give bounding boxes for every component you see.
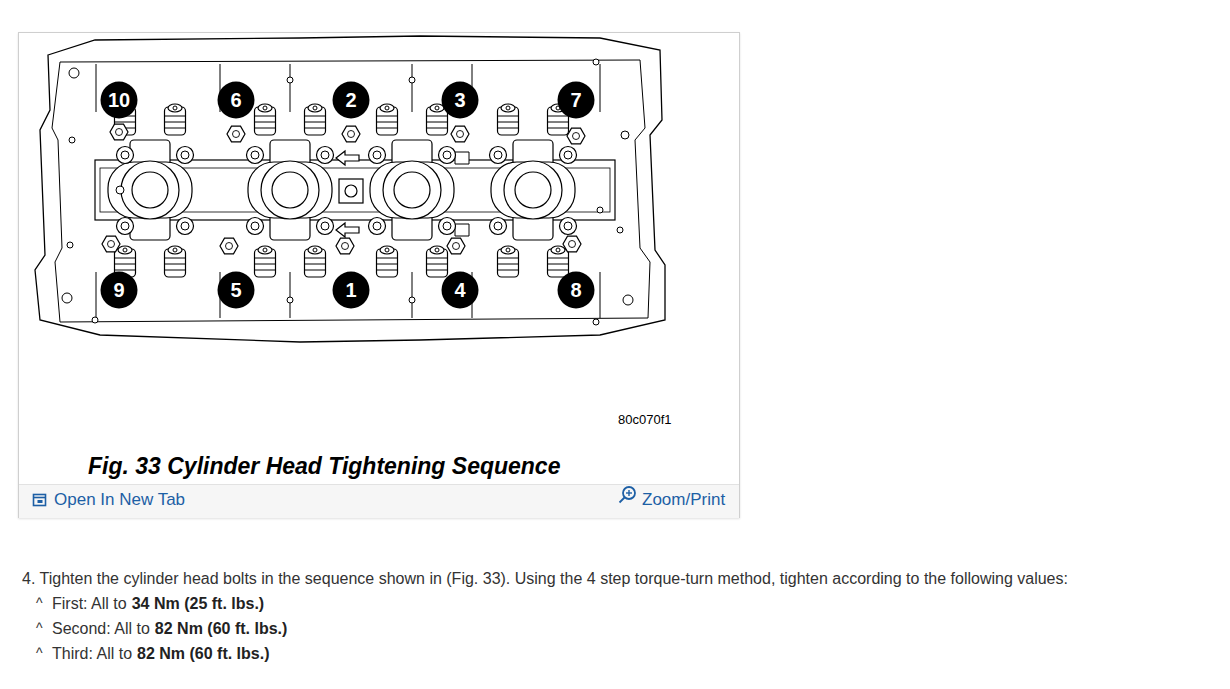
- callout-number: 9: [100, 271, 138, 309]
- circle-fill: [218, 82, 255, 119]
- head-bolt: [563, 236, 581, 252]
- valve-spring: [255, 246, 276, 277]
- circle-fill: [558, 82, 595, 119]
- tappet: [439, 147, 456, 164]
- tappet: [369, 147, 386, 164]
- callout-number: 6: [217, 81, 255, 119]
- circle-fill: [442, 272, 479, 309]
- circle-fill: [333, 272, 370, 309]
- sequence-number-circle: 8: [557, 271, 595, 309]
- head-bolt: [342, 126, 360, 142]
- bullet-mark: ^: [36, 595, 43, 612]
- sequence-number-circle: 3: [441, 81, 479, 119]
- bullet-mark: ^: [36, 620, 43, 637]
- head-bolt: [447, 238, 465, 254]
- sequence-number-circle: 10: [100, 81, 138, 119]
- callout-number: 5: [217, 271, 255, 309]
- tappet: [117, 147, 134, 164]
- figure-code: 80c070f1: [618, 412, 672, 428]
- tappet: [369, 218, 386, 235]
- valve-spring: [377, 246, 398, 277]
- head-outline: [35, 36, 665, 342]
- tappet: [177, 147, 194, 164]
- valve-spring: [165, 104, 186, 135]
- callout-number: 2: [332, 81, 370, 119]
- valve-spring: [427, 246, 448, 277]
- figure-caption: Fig. 33 Cylinder Head Tightening Sequenc…: [88, 453, 560, 481]
- head-bolt: [110, 124, 128, 140]
- valve-spring: [498, 104, 519, 135]
- sequence-number-circle: 5: [217, 271, 255, 309]
- sequence-number-circle: 4: [441, 271, 479, 309]
- valve-spring: [165, 246, 186, 277]
- callout-number: 1: [332, 271, 370, 309]
- link-text: Open In New Tab: [54, 490, 185, 510]
- head-bolt: [451, 126, 469, 142]
- zoom-icon: [620, 487, 636, 503]
- callout-number: 3: [441, 81, 479, 119]
- circle-fill: [218, 272, 255, 309]
- circle-fill: [558, 272, 595, 309]
- sequence-number-circle: 2: [332, 81, 370, 119]
- head-bolt: [336, 238, 354, 254]
- circle-fill: [101, 82, 138, 119]
- valve-spring: [305, 246, 326, 277]
- tappet: [490, 147, 507, 164]
- cam-journals: [108, 140, 575, 240]
- step-text: Third: All to: [52, 644, 132, 663]
- step-text: Second: All to: [52, 619, 150, 638]
- head-bolt: [227, 126, 245, 142]
- tappet: [560, 147, 577, 164]
- tappets: [117, 147, 577, 235]
- link-text: Zoom/Print: [642, 490, 725, 510]
- circle-fill: [333, 82, 370, 119]
- valve-spring: [498, 246, 519, 277]
- tappet: [247, 147, 264, 164]
- circle-fill: [101, 272, 138, 309]
- tappet: [317, 218, 334, 235]
- valve-spring: [548, 246, 569, 277]
- tappet: [560, 218, 577, 235]
- step-text: First: All to: [52, 594, 127, 613]
- head-bolts: [102, 124, 585, 254]
- small-holes: [62, 59, 633, 325]
- head-bolt: [102, 236, 120, 252]
- sequence-number-circle: 6: [217, 81, 255, 119]
- torque-value: 34 Nm (25 ft. lbs.): [132, 594, 264, 613]
- tappet: [490, 218, 507, 235]
- tappet: [317, 147, 334, 164]
- tappet: [177, 218, 194, 235]
- head-walls: [96, 64, 600, 318]
- head-bolt: [220, 238, 238, 254]
- callout-number: 7: [557, 81, 595, 119]
- circle-fill: [442, 82, 479, 119]
- callout-number: 4: [441, 271, 479, 309]
- head-bolt: [567, 128, 585, 144]
- tappet: [247, 218, 264, 235]
- bullet-mark: ^: [36, 645, 43, 662]
- instruction-text: 4. Tighten the cylinder head bolts in th…: [22, 569, 1068, 588]
- torque-value: 82 Nm (60 ft. lbs.): [137, 644, 269, 663]
- open-tab-icon: [34, 495, 46, 506]
- sequence-number-circle: 9: [100, 271, 138, 309]
- sequence-number-circle: 1: [332, 271, 370, 309]
- valve-springs: [115, 104, 569, 277]
- tappet: [117, 218, 134, 235]
- valve-spring: [305, 104, 326, 135]
- sequence-number-circle: 7: [557, 81, 595, 119]
- torque-value: 82 Nm (60 ft. lbs.): [155, 619, 287, 638]
- valve-spring: [255, 104, 276, 135]
- callout-number: 10: [100, 81, 138, 119]
- tappet: [439, 218, 456, 235]
- valve-spring: [377, 104, 398, 135]
- callout-number: 8: [557, 271, 595, 309]
- cam-rail: [95, 160, 615, 220]
